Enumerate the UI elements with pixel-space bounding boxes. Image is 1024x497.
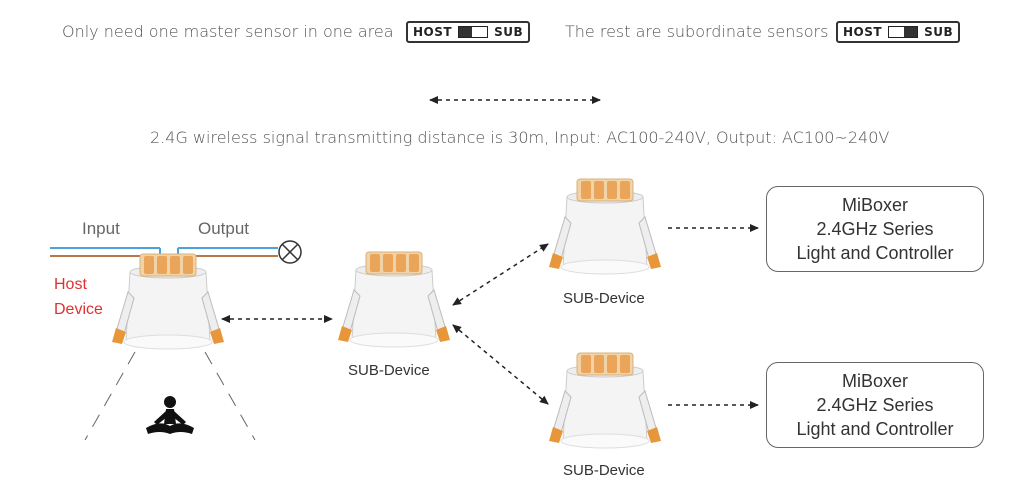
sub-to-top-sub-arrow: [452, 243, 549, 306]
switch-host-position: HOST SUB: [406, 21, 531, 43]
controller-box-bottom: MiBoxer 2.4GHz Series Light and Controll…: [766, 362, 984, 448]
switch-knob: [459, 27, 473, 37]
detection-line-left: [84, 351, 136, 441]
controller-bottom-line1: MiBoxer: [841, 371, 908, 391]
switch-host-label: HOST: [413, 25, 453, 39]
host-note: Only need one master sensor in one area: [62, 22, 394, 41]
switch-sub-label: SUB: [494, 25, 524, 39]
switch-host-label-2: HOST: [843, 25, 883, 39]
switch-track: [458, 26, 489, 38]
bottom-sub-sensor-device-icon: [548, 352, 662, 449]
controller-box-top: MiBoxer 2.4GHz Series Light and Controll…: [766, 186, 984, 272]
meditating-person-icon: [146, 396, 194, 434]
host-device-label-line1: Host: [54, 276, 87, 293]
controller-bottom-line2: 2.4GHz Series: [816, 395, 934, 415]
controller-top-line3: Light and Controller: [796, 243, 954, 263]
host-device-label-line2: Device: [54, 301, 103, 318]
info-line: 2.4G wireless signal transmitting distan…: [150, 128, 890, 147]
lamp-cross-icon: [278, 240, 302, 264]
sub-to-bottom-sub-arrow: [452, 324, 549, 405]
switch-sub-position: HOST SUB: [836, 21, 961, 43]
host-sensor-device-icon: [111, 253, 225, 350]
controller-top-line2: 2.4GHz Series: [816, 219, 934, 239]
top-sub-device-label: SUB-Device: [563, 290, 645, 307]
top-sub-sensor-device-icon: [548, 178, 662, 275]
switch-knob-2: [904, 27, 918, 37]
sub-note: The rest are subordinate sensors: [565, 22, 829, 41]
host-device-label: Host Device: [54, 272, 103, 322]
controller-top-line1: MiBoxer: [841, 195, 908, 215]
input-label: Input: [82, 219, 120, 238]
controller-bottom-line3: Light and Controller: [796, 419, 954, 439]
switch-track-2: [888, 26, 919, 38]
switch-sub-label-2: SUB: [924, 25, 954, 39]
middle-sub-sensor-device-icon: [337, 251, 451, 348]
bottom-sub-device-label: SUB-Device: [563, 462, 645, 479]
detection-line-right: [204, 351, 256, 441]
middle-sub-device-label: SUB-Device: [348, 362, 430, 379]
output-label: Output: [198, 219, 250, 238]
